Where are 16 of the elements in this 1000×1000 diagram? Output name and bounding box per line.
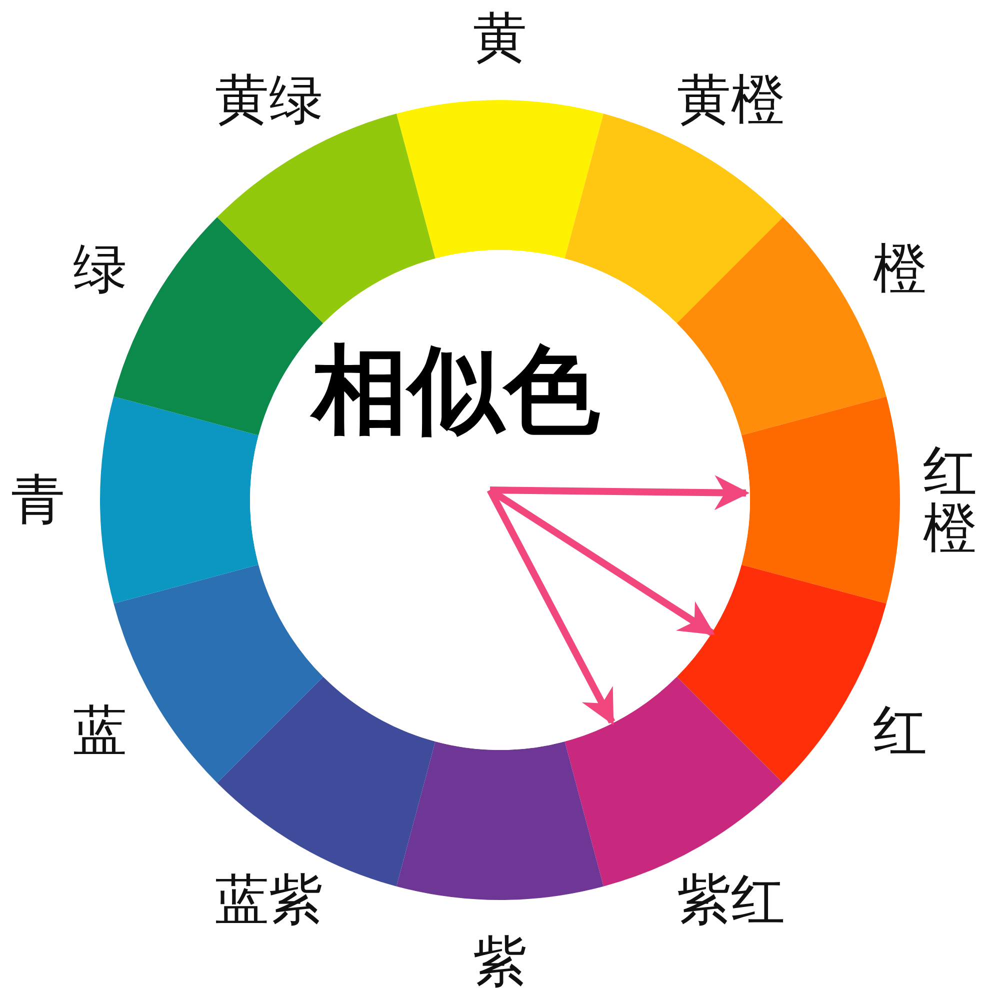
color-name: 红橙 [922,443,977,557]
arrow [488,487,715,636]
color-name: 红 [873,704,928,758]
color-name: 黄绿 [215,72,323,127]
color-name: 橙 [873,242,928,296]
color-name: 青 [11,472,65,527]
color-name: 黄橙 [676,72,785,127]
color-name: 黄 [472,11,527,65]
color-name: 绿 [72,242,127,296]
color-name: 紫红 [676,873,785,928]
arrow [486,488,616,726]
center-title: 相似色 [312,342,600,438]
arrow [490,475,750,510]
color-name: 蓝 [72,704,127,758]
color-name: 蓝紫 [215,873,323,928]
color-name: 紫 [472,934,527,989]
